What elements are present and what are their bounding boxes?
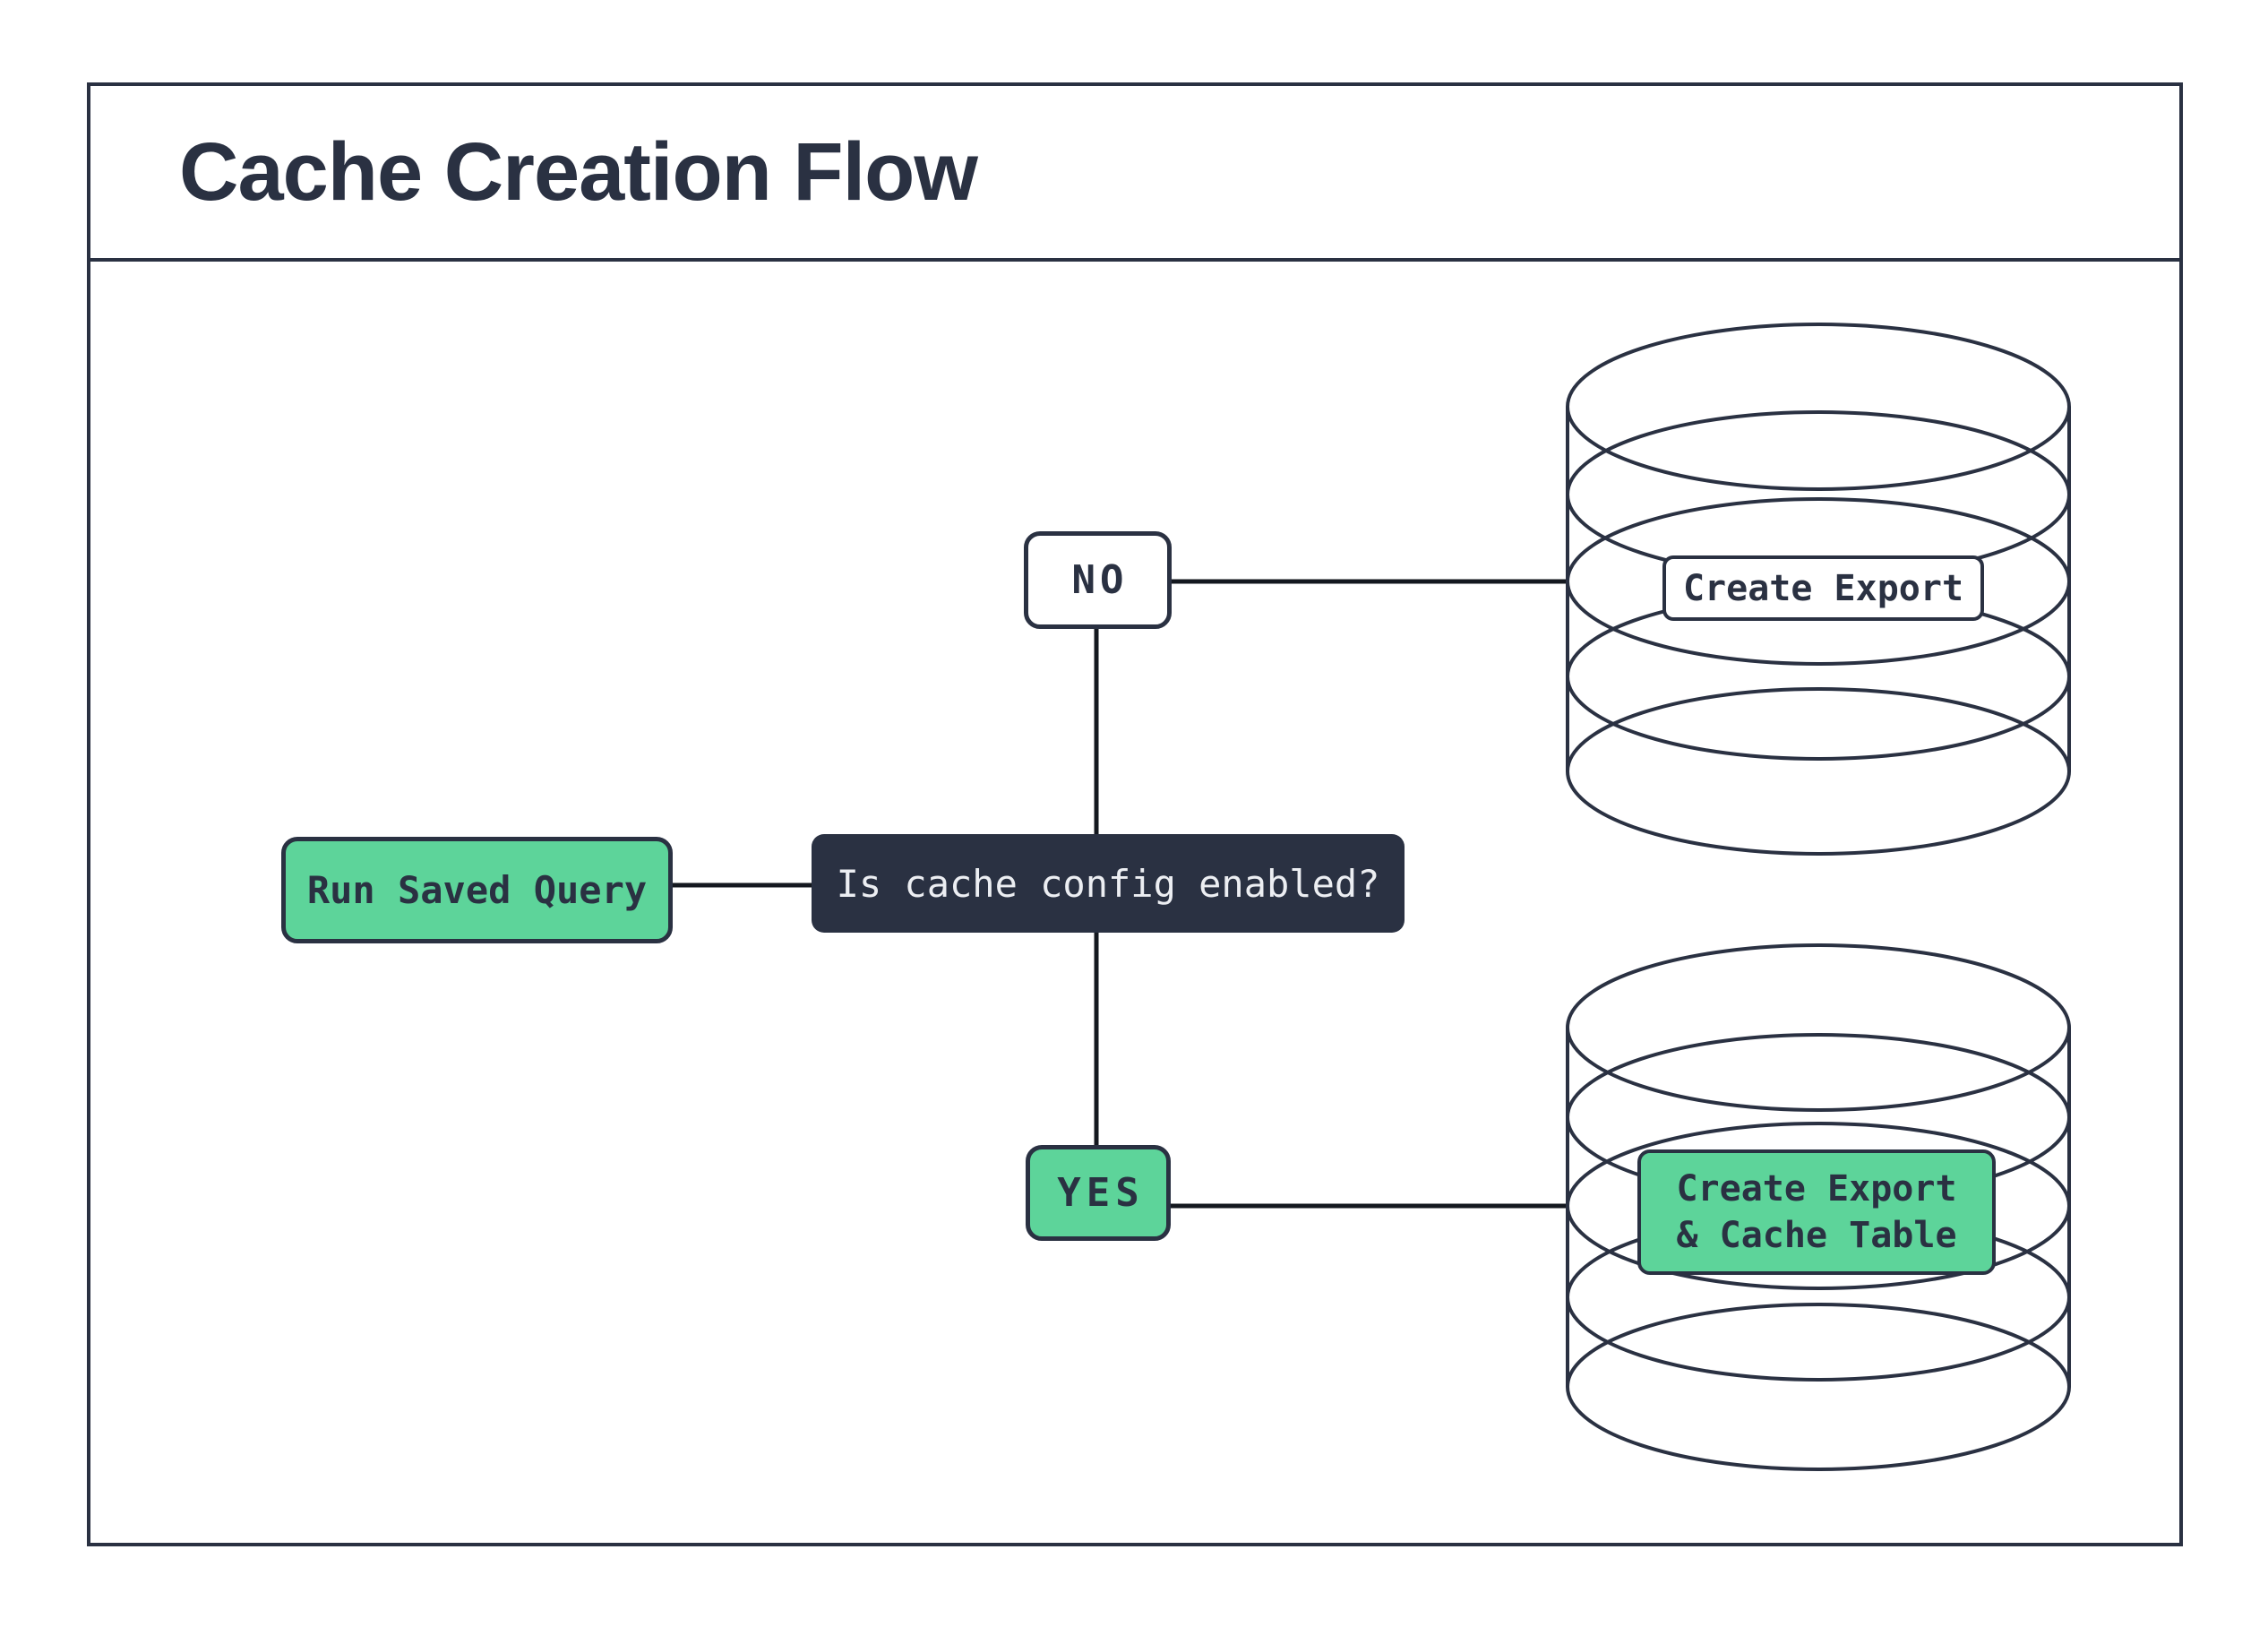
node-run-saved-query-label: Run Saved Query bbox=[306, 868, 648, 912]
node-decision-label: Is cache config enabled? bbox=[836, 861, 1380, 906]
database-label-create-export: Create Export bbox=[1662, 555, 1984, 621]
node-no-branch: NO bbox=[1024, 531, 1172, 629]
database-top-disc bbox=[1566, 687, 2071, 856]
diagram-header: Cache Creation Flow bbox=[90, 86, 2179, 262]
database-bottom-disc bbox=[1566, 943, 2071, 1112]
node-yes-label: YES bbox=[1057, 1170, 1145, 1216]
node-run-saved-query: Run Saved Query bbox=[281, 837, 673, 943]
create-export-label: Create Export bbox=[1682, 567, 1964, 609]
create-export-cache-label-line1: Create Export bbox=[1676, 1168, 1957, 1209]
database-label-create-export-cache-table: Create Export & Cache Table bbox=[1637, 1149, 1996, 1275]
page-title: Cache Creation Flow bbox=[179, 125, 978, 218]
node-no-label: NO bbox=[1071, 557, 1129, 603]
create-export-cache-label-line2: & Cache Table bbox=[1676, 1215, 1957, 1256]
database-bottom-disc bbox=[1566, 1303, 2071, 1471]
node-decision-cache-config: Is cache config enabled? bbox=[812, 834, 1405, 933]
database-top-disc bbox=[1566, 323, 2071, 491]
node-yes-branch: YES bbox=[1026, 1145, 1171, 1241]
database-bottom-disc bbox=[1566, 1122, 2071, 1290]
database-top-disc bbox=[1566, 497, 2071, 666]
